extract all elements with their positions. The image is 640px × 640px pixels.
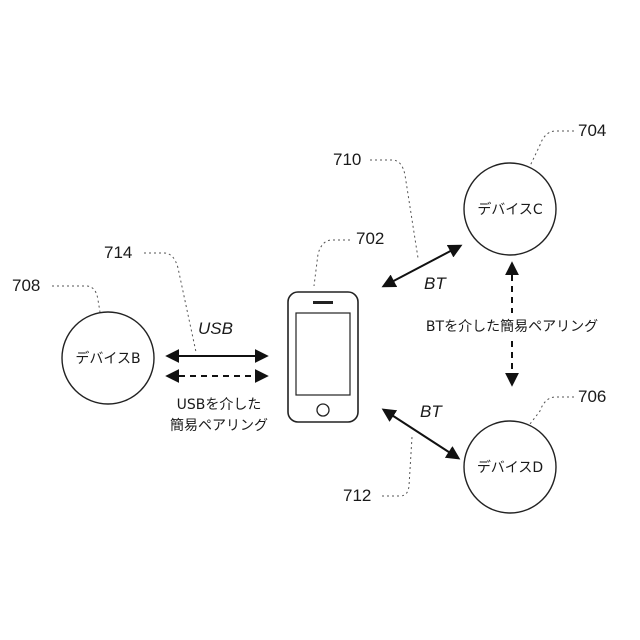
ref-704: 704	[578, 121, 606, 140]
device-d-label: デバイスD	[477, 459, 543, 476]
usb-label: USB	[198, 319, 233, 338]
leader-714	[144, 253, 196, 352]
phone-home-button	[317, 404, 329, 416]
phone-device	[288, 292, 358, 422]
leader-706	[530, 397, 574, 424]
ref-710: 710	[333, 150, 361, 169]
ref-714: 714	[104, 243, 132, 262]
ref-702: 702	[356, 229, 384, 248]
bt-arrow-to-device-c	[384, 246, 460, 286]
leader-708	[52, 286, 100, 312]
device-c-label: デバイスC	[477, 201, 543, 218]
ref-712: 712	[343, 486, 371, 505]
ref-708: 708	[12, 276, 40, 295]
bt-label-bottom: BT	[420, 402, 443, 421]
ref-706: 706	[578, 387, 606, 406]
bt-label-top: BT	[424, 274, 447, 293]
phone-speaker	[313, 301, 333, 304]
device-b-label: デバイスB	[75, 350, 140, 367]
leader-704	[530, 131, 574, 166]
phone-screen	[296, 313, 350, 395]
leader-712	[382, 437, 412, 496]
bt-pairing-label: BTを介した簡易ペアリング	[426, 319, 598, 335]
leader-702	[314, 240, 350, 286]
usb-pairing-label-line1: USBを介した	[177, 397, 262, 413]
usb-pairing-label-line2: 簡易ペアリング	[170, 418, 268, 434]
